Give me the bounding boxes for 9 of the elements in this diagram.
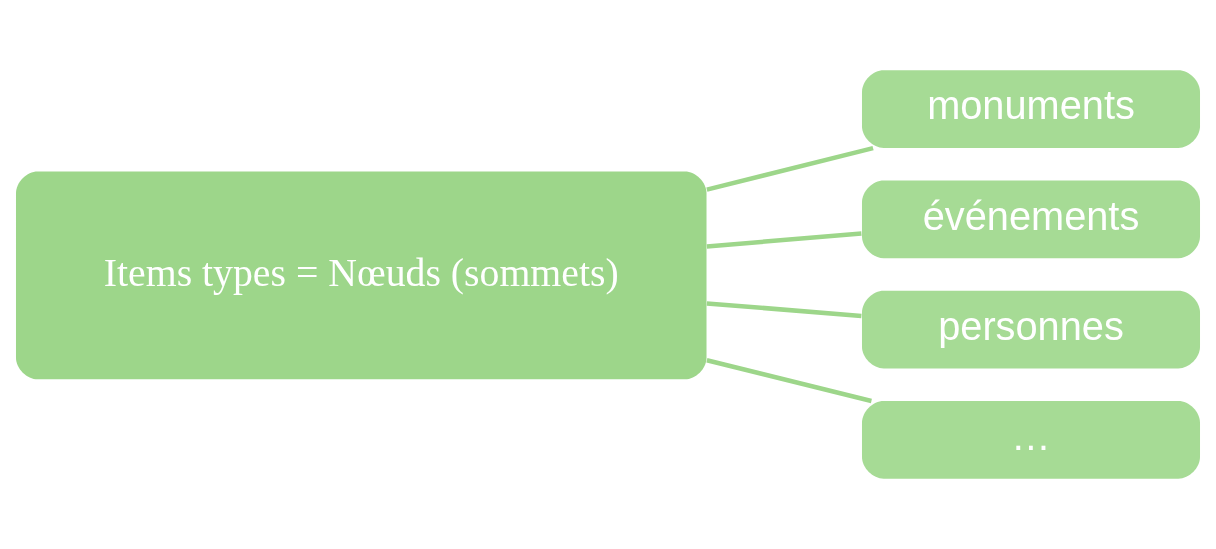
node-box: personnes	[862, 290, 1200, 369]
connector	[706, 231, 862, 249]
node-box: monuments	[862, 70, 1200, 148]
node-box: événements	[862, 180, 1200, 259]
node-box: …	[862, 401, 1200, 479]
connector	[706, 301, 862, 319]
connector	[706, 145, 874, 192]
node-box: Items types = Nœuds (sommets)	[16, 171, 707, 380]
connector	[706, 358, 872, 404]
